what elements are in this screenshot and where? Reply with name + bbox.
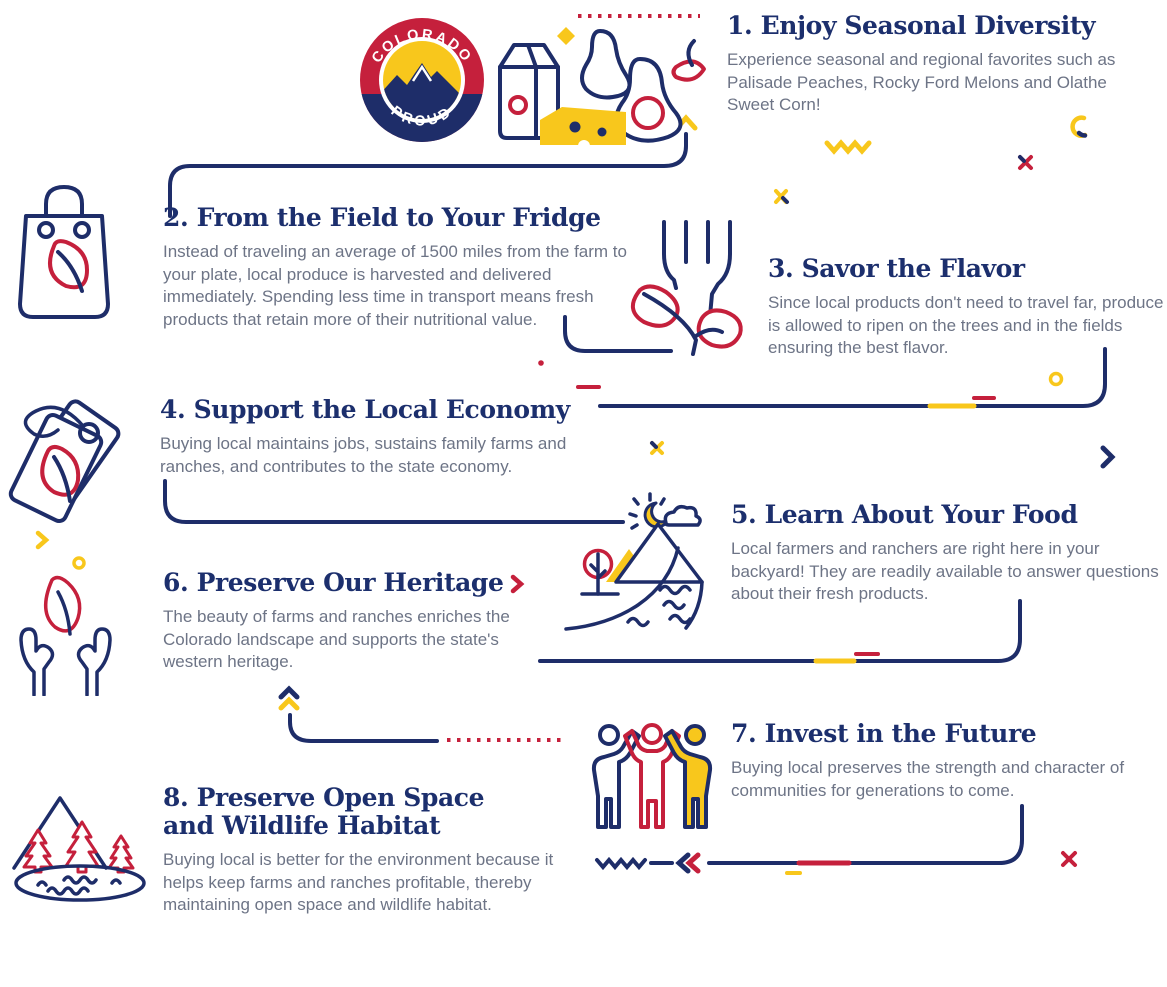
- produce-group-icon: [498, 29, 706, 150]
- section-7: 7. Invest in the Future Buying local pre…: [731, 720, 1167, 802]
- logo-mountains: [383, 63, 461, 119]
- section-5-title: 5. Learn About Your Food: [731, 500, 1078, 529]
- price-tags-icon: [8, 399, 121, 524]
- section-2-body: Instead of traveling an average of 1500 …: [163, 242, 627, 329]
- connector-2: [563, 315, 673, 353]
- x-mark-red: [1061, 851, 1077, 867]
- people-icon: [591, 723, 713, 829]
- section-6: 6. Preserve Our Heritage The beauty of f…: [163, 569, 563, 674]
- mid-confetti: [35, 360, 664, 594]
- connector-4: [163, 479, 625, 524]
- x-mark-red-navy: [1018, 155, 1033, 170]
- x-mark-yellow-navy: [774, 189, 789, 204]
- section-1: 1. Enjoy Seasonal Diversity Experience s…: [727, 12, 1151, 117]
- section-8-body: Buying local is better for the environme…: [163, 850, 554, 915]
- shopping-bag-icon: [18, 185, 110, 319]
- section-1-title: 1. Enjoy Seasonal Diversity: [727, 11, 1096, 40]
- mountain-lake-icon: [12, 796, 146, 902]
- pine-trees: [22, 820, 135, 874]
- connector-3: [598, 347, 1116, 469]
- section-3-body: Since local products don't need to trave…: [768, 293, 1164, 358]
- section-3-title: 3. Savor the Flavor: [768, 254, 1025, 283]
- section-5-body: Local farmers and ranchers are right her…: [731, 539, 1159, 604]
- section-5: 5. Learn About Your Food Local farmers a…: [731, 501, 1161, 606]
- colorado-proud-logo: COLORADO PROUD: [360, 18, 484, 142]
- fork-leaves-icon: [631, 220, 743, 356]
- x-mark-yellow-navy-2: [650, 441, 664, 455]
- section-2-title: 2. From the Field to Your Fridge: [163, 203, 601, 232]
- section-4-title: 4. Support the Local Economy: [160, 395, 570, 424]
- hands-leaf-icon: [19, 575, 112, 696]
- connector-5: [538, 599, 1022, 664]
- section-8-title: 8. Preserve Open Space and Wildlife Habi…: [163, 783, 485, 840]
- section-6-body: The beauty of farms and ranches enriches…: [163, 607, 510, 672]
- section-4: 4. Support the Local Economy Buying loca…: [160, 396, 610, 478]
- section-1-body: Experience seasonal and regional favorit…: [727, 50, 1116, 115]
- section-6-title: 6. Preserve Our Heritage: [163, 568, 504, 597]
- section-2: 2. From the Field to Your Fridge Instead…: [163, 204, 631, 331]
- connector-7: [595, 804, 1077, 875]
- landscape-icon: [564, 492, 704, 631]
- section-8: 8. Preserve Open Space and Wildlife Habi…: [163, 784, 563, 917]
- section-4-body: Buying local maintains jobs, sustains fa…: [160, 434, 567, 476]
- section-3: 3. Savor the Flavor Since local products…: [768, 255, 1167, 360]
- connector-6: [278, 685, 562, 743]
- section-7-title: 7. Invest in the Future: [731, 719, 1037, 748]
- section-7-body: Buying local preserves the strength and …: [731, 758, 1125, 800]
- top-confetti: [557, 14, 1088, 204]
